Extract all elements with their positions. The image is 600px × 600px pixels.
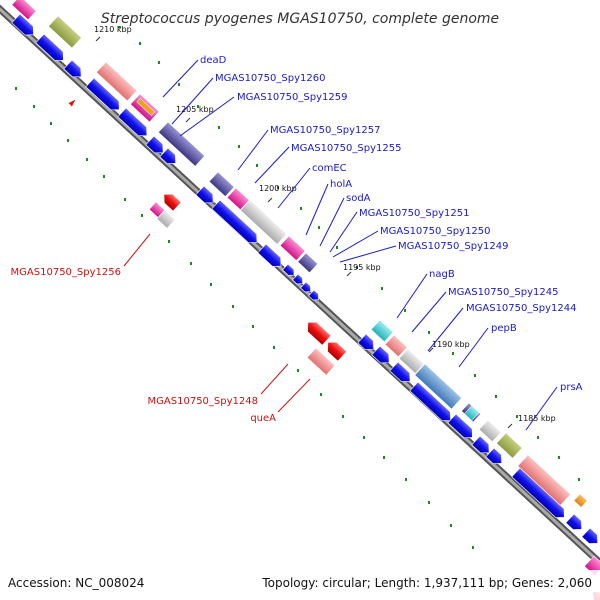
gene-label-queA[interactable]: queA — [250, 413, 276, 424]
gene-label-spy1244[interactable]: MGAS10750_Spy1244 — [466, 303, 576, 314]
genome-backbone — [0, 4, 600, 568]
kbp-label: 1185 kbp — [518, 414, 556, 423]
gene-label-spy1245[interactable]: MGAS10750_Spy1245 — [448, 287, 558, 298]
gene-label-sodA[interactable]: sodA — [346, 193, 371, 204]
gene-label-comEC[interactable]: comEC — [312, 163, 347, 174]
gene-label-spy1256[interactable]: MGAS10750_Spy1256 — [11, 267, 121, 278]
reverse-gene-labels: MGAS10750_Spy1256 MGAS10750_Spy1248 queA — [11, 267, 277, 424]
kbp-labels: 1210 kbp 1205 kbp 1200 kbp 1195 kbp 1190… — [94, 25, 556, 423]
gene-label-spy1249[interactable]: MGAS10750_Spy1249 — [398, 241, 508, 252]
kbp-label: 1205 kbp — [176, 105, 214, 114]
gene-label-spy1257[interactable]: MGAS10750_Spy1257 — [270, 125, 380, 136]
genome-summary-text: Topology: circular; Length: 1,937,111 bp… — [261, 576, 592, 590]
gc-skew-dots — [15, 26, 580, 549]
gene-label-holA[interactable]: holA — [330, 179, 352, 190]
kbp-label: 1190 kbp — [432, 340, 470, 349]
map-title: Streptococcus pyogenes MGAS10750, comple… — [101, 11, 499, 27]
gene-label-prsA[interactable]: prsA — [560, 382, 583, 393]
footer: Accession: NC_008024 Topology: circular;… — [0, 570, 600, 600]
gene-label-spy1259[interactable]: MGAS10750_Spy1259 — [237, 92, 347, 103]
forward-label-leaders — [162, 59, 558, 431]
gene-label-spy1248[interactable]: MGAS10750_Spy1248 — [148, 396, 258, 407]
forward-gene-labels: deaD MGAS10750_Spy1260 MGAS10750_Spy1259… — [200, 55, 583, 393]
forward-cds-track — [11, 13, 598, 544]
reverse-cds-track — [67, 98, 600, 600]
gene-label-nagB[interactable]: nagB — [429, 269, 455, 280]
kbp-label: 1195 kbp — [343, 263, 381, 272]
kbp-label: 1210 kbp — [94, 25, 132, 34]
forward-cog-features — [11, 0, 600, 577]
gene-label-spy1250[interactable]: MGAS10750_Spy1250 — [380, 226, 490, 237]
kbp-label: 1200 kbp — [259, 184, 297, 193]
gene-label-spy1260[interactable]: MGAS10750_Spy1260 — [215, 73, 325, 84]
gene-label-spy1251[interactable]: MGAS10750_Spy1251 — [359, 208, 469, 219]
gene-label-spy1255[interactable]: MGAS10750_Spy1255 — [291, 143, 401, 154]
gene-label-pepB[interactable]: pepB — [491, 323, 517, 334]
accession-text: Accession: NC_008024 — [8, 576, 144, 590]
position-ticks — [95, 36, 513, 429]
gene-label-deaD[interactable]: deaD — [200, 55, 227, 66]
reverse-label-leaders — [123, 233, 311, 413]
